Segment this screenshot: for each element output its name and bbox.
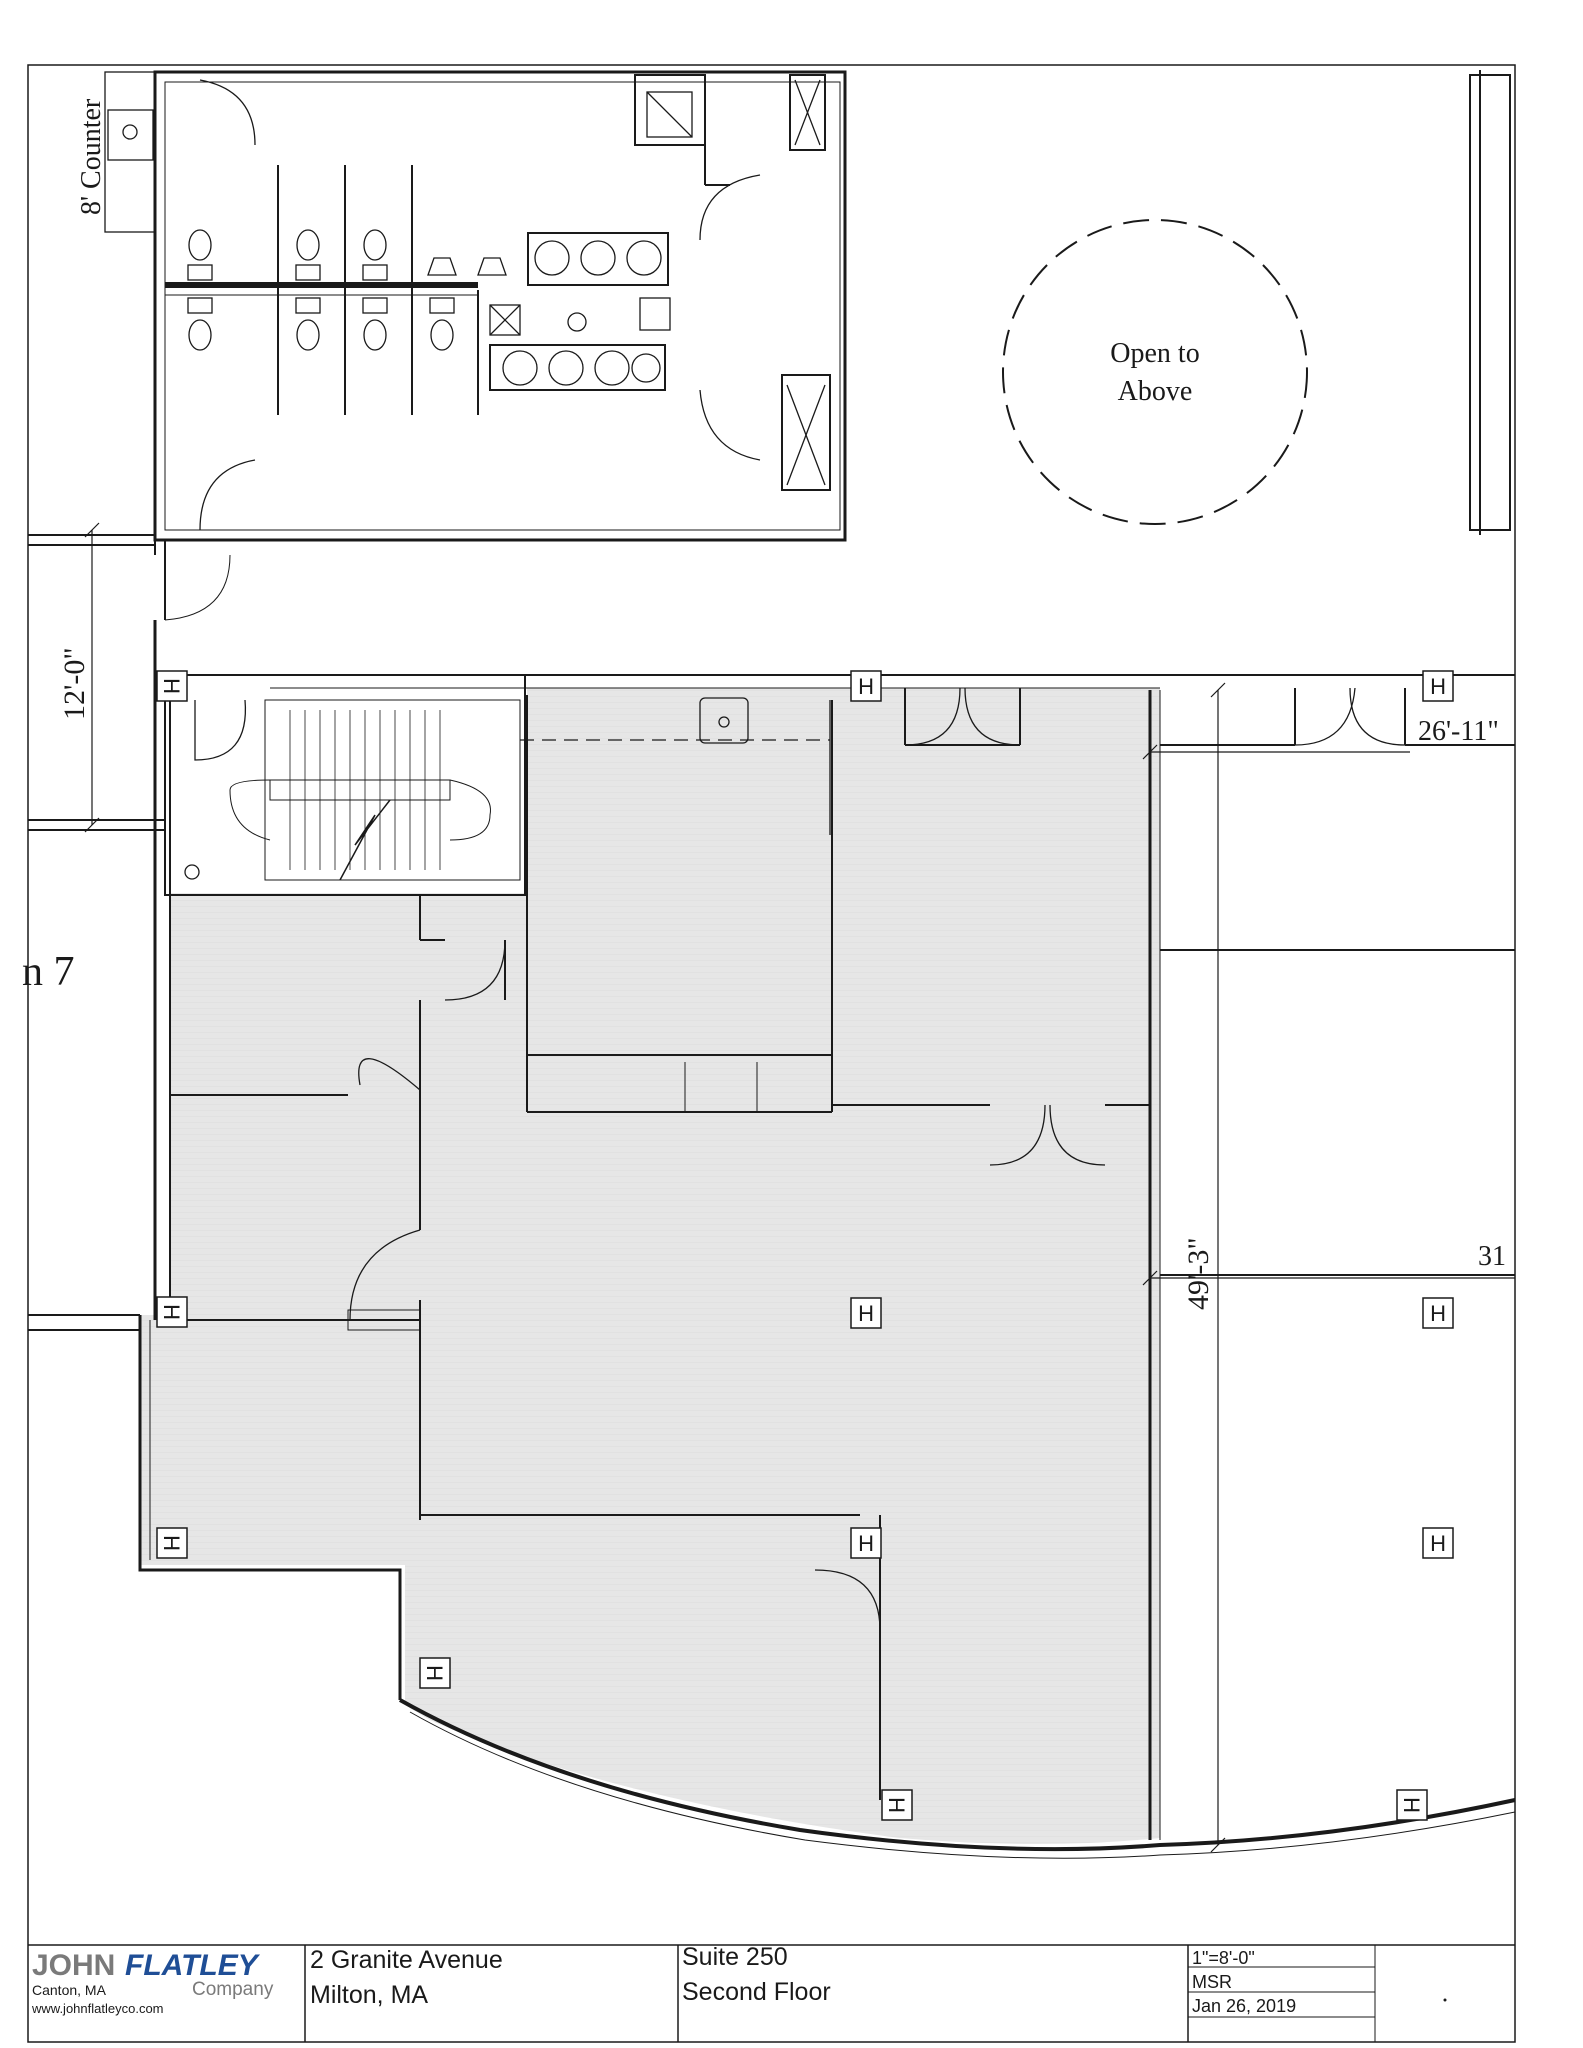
dimension-31: 31	[1478, 1241, 1506, 1272]
hvac-marker: H	[850, 1527, 882, 1559]
company-location: Canton, MA	[32, 1982, 107, 1998]
hvac-marker: H	[1422, 1297, 1454, 1329]
hvac-markers: H H H H H H H H H H H H	[156, 670, 1454, 1821]
sheet-dot	[1443, 1998, 1447, 2002]
hvac-marker: H	[1396, 1789, 1428, 1821]
suite-250-area	[140, 688, 1160, 1844]
dimensions	[84, 522, 1515, 1853]
hvac-marker: H	[419, 1657, 451, 1689]
floor-name: Second Floor	[682, 1978, 831, 2006]
hvac-marker: H	[850, 1297, 882, 1329]
dimension-49ft: 49'-3"	[1182, 1237, 1215, 1310]
drawn-by: MSR	[1192, 1972, 1232, 1992]
suite-number: Suite 250	[682, 1943, 788, 1971]
hvac-marker: H	[881, 1789, 913, 1821]
svg-text:H: H	[858, 1531, 874, 1556]
drawing-scale: 1"=8'-0"	[1192, 1948, 1255, 1968]
title-block: JOHN FLATLEY Company Canton, MA www.john…	[28, 1943, 1515, 2042]
address-line-1: 2 Granite Avenue	[310, 1946, 503, 1974]
hvac-marker: H	[156, 670, 188, 702]
dimension-12ft: 12'-0"	[58, 647, 91, 720]
svg-text:H: H	[159, 678, 184, 694]
svg-text:H: H	[159, 1304, 184, 1320]
open-to-above-label-2: Above	[1118, 376, 1193, 407]
neighbor-suite-label: n 7	[22, 949, 75, 995]
svg-text:H: H	[159, 1535, 184, 1551]
hvac-marker: H	[850, 670, 882, 702]
svg-text:H: H	[858, 674, 874, 699]
svg-text:H: H	[422, 1665, 447, 1681]
logo-john: JOHN	[32, 1949, 115, 1982]
svg-text:H: H	[1430, 674, 1446, 699]
hvac-marker: H	[1422, 1527, 1454, 1559]
svg-text:H: H	[1430, 1301, 1446, 1326]
svg-text:H: H	[1430, 1531, 1446, 1556]
logo-flatley: FLATLEY	[125, 1949, 261, 1982]
hvac-marker: H	[156, 1527, 188, 1559]
open-to-above-label-1: Open to	[1110, 338, 1199, 369]
address-line-2: Milton, MA	[310, 1981, 428, 2009]
svg-text:H: H	[858, 1301, 874, 1326]
svg-text:H: H	[884, 1797, 909, 1813]
door-swings	[194, 79, 1406, 1631]
open-to-above-circle	[1002, 219, 1308, 525]
hvac-marker: H	[156, 1296, 188, 1328]
logo-company: Company	[192, 1979, 274, 2000]
sheet-border	[27, 64, 1516, 2043]
counter-label: 8' Counter	[76, 98, 107, 215]
drawing-date: Jan 26, 2019	[1192, 1996, 1296, 2016]
hvac-marker: H	[1422, 670, 1454, 702]
svg-text:H: H	[1399, 1797, 1424, 1813]
dimension-26ft: 26'-11"	[1418, 716, 1499, 747]
plumbing-fixtures	[104, 71, 826, 880]
company-website: www.johnflatleyco.com	[31, 2001, 164, 2016]
walls	[28, 70, 1516, 1859]
